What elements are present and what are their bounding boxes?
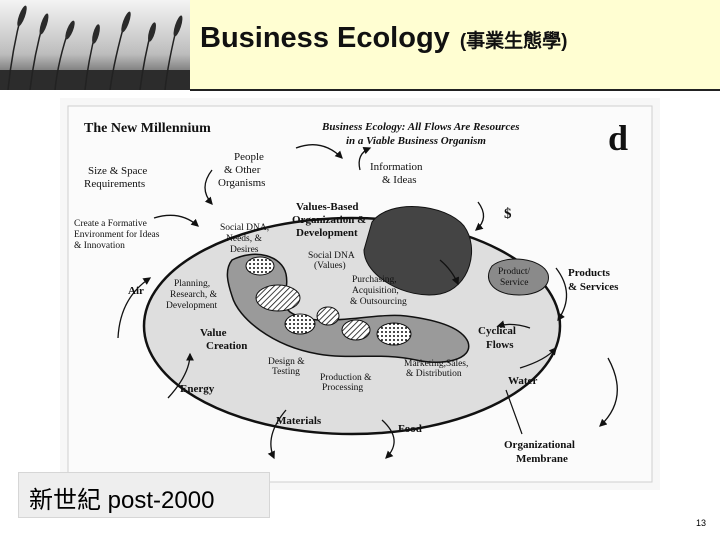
svg-text:Development: Development bbox=[296, 227, 358, 239]
svg-text:Membrane: Membrane bbox=[516, 453, 568, 465]
production-label: Production & Processing bbox=[320, 373, 372, 393]
planning-cell bbox=[245, 256, 275, 276]
svg-text:Organizational: Organizational bbox=[504, 439, 575, 451]
svg-text:Cyclical: Cyclical bbox=[478, 325, 516, 337]
page-number: 13 bbox=[696, 518, 707, 528]
values-based-label: Values-Based Organization & Development bbox=[292, 201, 366, 239]
diagram-subtitle-line1: Business Ecology: All Flows Are Resource… bbox=[321, 121, 520, 133]
diagram-letter: d bbox=[608, 118, 628, 158]
planning-label: Planning, Research, & Development bbox=[166, 279, 218, 311]
social-dna-values-label: Social DNA (Values) bbox=[308, 251, 355, 271]
products-services-label: Products & Services bbox=[568, 267, 619, 293]
svg-text:Testing: Testing bbox=[272, 367, 300, 377]
svg-text:Production &: Production & bbox=[320, 373, 372, 383]
svg-text:Service: Service bbox=[500, 278, 529, 288]
information-label: Information & Ideas bbox=[370, 161, 423, 186]
svg-text:Needs, &: Needs, & bbox=[226, 234, 262, 244]
air-label: Air bbox=[128, 285, 144, 297]
svg-text:Purchasing,: Purchasing, bbox=[352, 275, 397, 285]
dollar-label: $ bbox=[504, 206, 512, 222]
svg-text:Creation: Creation bbox=[206, 340, 247, 352]
svg-text:Organization &: Organization & bbox=[292, 214, 366, 226]
svg-text:Product/: Product/ bbox=[498, 267, 531, 277]
svg-text:Size & Space: Size & Space bbox=[88, 165, 147, 177]
membrane-pointer bbox=[505, 389, 523, 435]
svg-text:& Innovation: & Innovation bbox=[74, 241, 125, 251]
value-creation-label: Value Creation bbox=[200, 327, 247, 352]
diagram-subtitle-line2: in a Viable Business Organism bbox=[346, 135, 486, 147]
people-label: People & Other Organisms bbox=[218, 151, 265, 189]
marketing-label: Marketing,Sales, & Distribution bbox=[404, 359, 468, 379]
energy-label: Energy bbox=[180, 383, 215, 395]
svg-text:Information: Information bbox=[370, 161, 423, 173]
svg-text:(Values): (Values) bbox=[314, 260, 346, 271]
design-testing-label: Design & Testing bbox=[268, 357, 305, 377]
svg-text:Value: Value bbox=[200, 327, 227, 339]
svg-text:Organisms: Organisms bbox=[218, 177, 265, 189]
wheat-field-image bbox=[0, 0, 190, 90]
size-space-label: Size & Space Requirements bbox=[84, 165, 147, 190]
slide-title: Business Ecology (事業生態學) bbox=[200, 22, 715, 55]
svg-text:Research, &: Research, & bbox=[170, 290, 218, 300]
cyclical-flows-label: Cyclical Flows bbox=[478, 325, 516, 351]
organizational-membrane-label: Organizational Membrane bbox=[504, 439, 575, 465]
testing-cell bbox=[316, 306, 340, 326]
svg-text:People: People bbox=[234, 151, 264, 163]
research-cell bbox=[255, 284, 301, 312]
svg-text:Acquisition,: Acquisition, bbox=[352, 286, 399, 296]
design-cell bbox=[284, 313, 316, 335]
food-label: Food bbox=[398, 423, 422, 435]
svg-text:Social DNA: Social DNA bbox=[308, 251, 355, 261]
product-service-label: Product/ Service bbox=[498, 267, 531, 288]
title-chinese: (事業生態學) bbox=[459, 31, 568, 52]
diagram-heading: The New Millennium bbox=[84, 121, 211, 136]
svg-text:& Outsourcing: & Outsourcing bbox=[350, 297, 407, 307]
flow-arrows bbox=[117, 144, 618, 460]
caption-box: 新世紀 post-2000 bbox=[18, 472, 270, 518]
svg-text:Environment for Ideas: Environment for Ideas bbox=[74, 229, 160, 240]
business-ecology-diagram: The New Millennium Business Ecology: All… bbox=[60, 98, 660, 490]
svg-text:& Other: & Other bbox=[224, 164, 261, 176]
title-english: Business Ecology bbox=[200, 22, 450, 54]
purchasing-label: Purchasing, Acquisition, & Outsourcing bbox=[350, 275, 407, 307]
svg-text:Planning,: Planning, bbox=[174, 279, 210, 289]
water-label: Water bbox=[508, 375, 537, 387]
production-cell bbox=[341, 319, 371, 341]
svg-text:Design &: Design & bbox=[268, 357, 305, 367]
svg-text:Products: Products bbox=[568, 267, 611, 279]
header-rule bbox=[190, 89, 720, 91]
svg-text:Social DNA,: Social DNA, bbox=[220, 223, 269, 233]
svg-text:Marketing,Sales,: Marketing,Sales, bbox=[404, 359, 468, 369]
svg-text:Processing: Processing bbox=[322, 383, 363, 393]
svg-text:& Distribution: & Distribution bbox=[406, 369, 462, 379]
svg-text:& Services: & Services bbox=[568, 281, 619, 293]
svg-text:& Ideas: & Ideas bbox=[382, 174, 417, 186]
svg-text:Desires: Desires bbox=[230, 245, 259, 255]
product-service-blob bbox=[488, 258, 549, 296]
svg-text:Values-Based: Values-Based bbox=[296, 201, 359, 213]
formative-label: Create a Formative Environment for Ideas… bbox=[74, 219, 160, 251]
materials-label: Materials bbox=[276, 415, 322, 427]
social-dna-needs-label: Social DNA, Needs, & Desires bbox=[220, 223, 269, 255]
svg-text:Development: Development bbox=[166, 301, 218, 311]
caption-text: 新世紀 post-2000 bbox=[29, 487, 215, 514]
svg-text:Requirements: Requirements bbox=[84, 178, 145, 190]
svg-text:Flows: Flows bbox=[486, 339, 514, 351]
marketing-cell bbox=[376, 322, 412, 346]
svg-text:Create a Formative: Create a Formative bbox=[74, 219, 147, 229]
dark-blob bbox=[363, 206, 473, 296]
